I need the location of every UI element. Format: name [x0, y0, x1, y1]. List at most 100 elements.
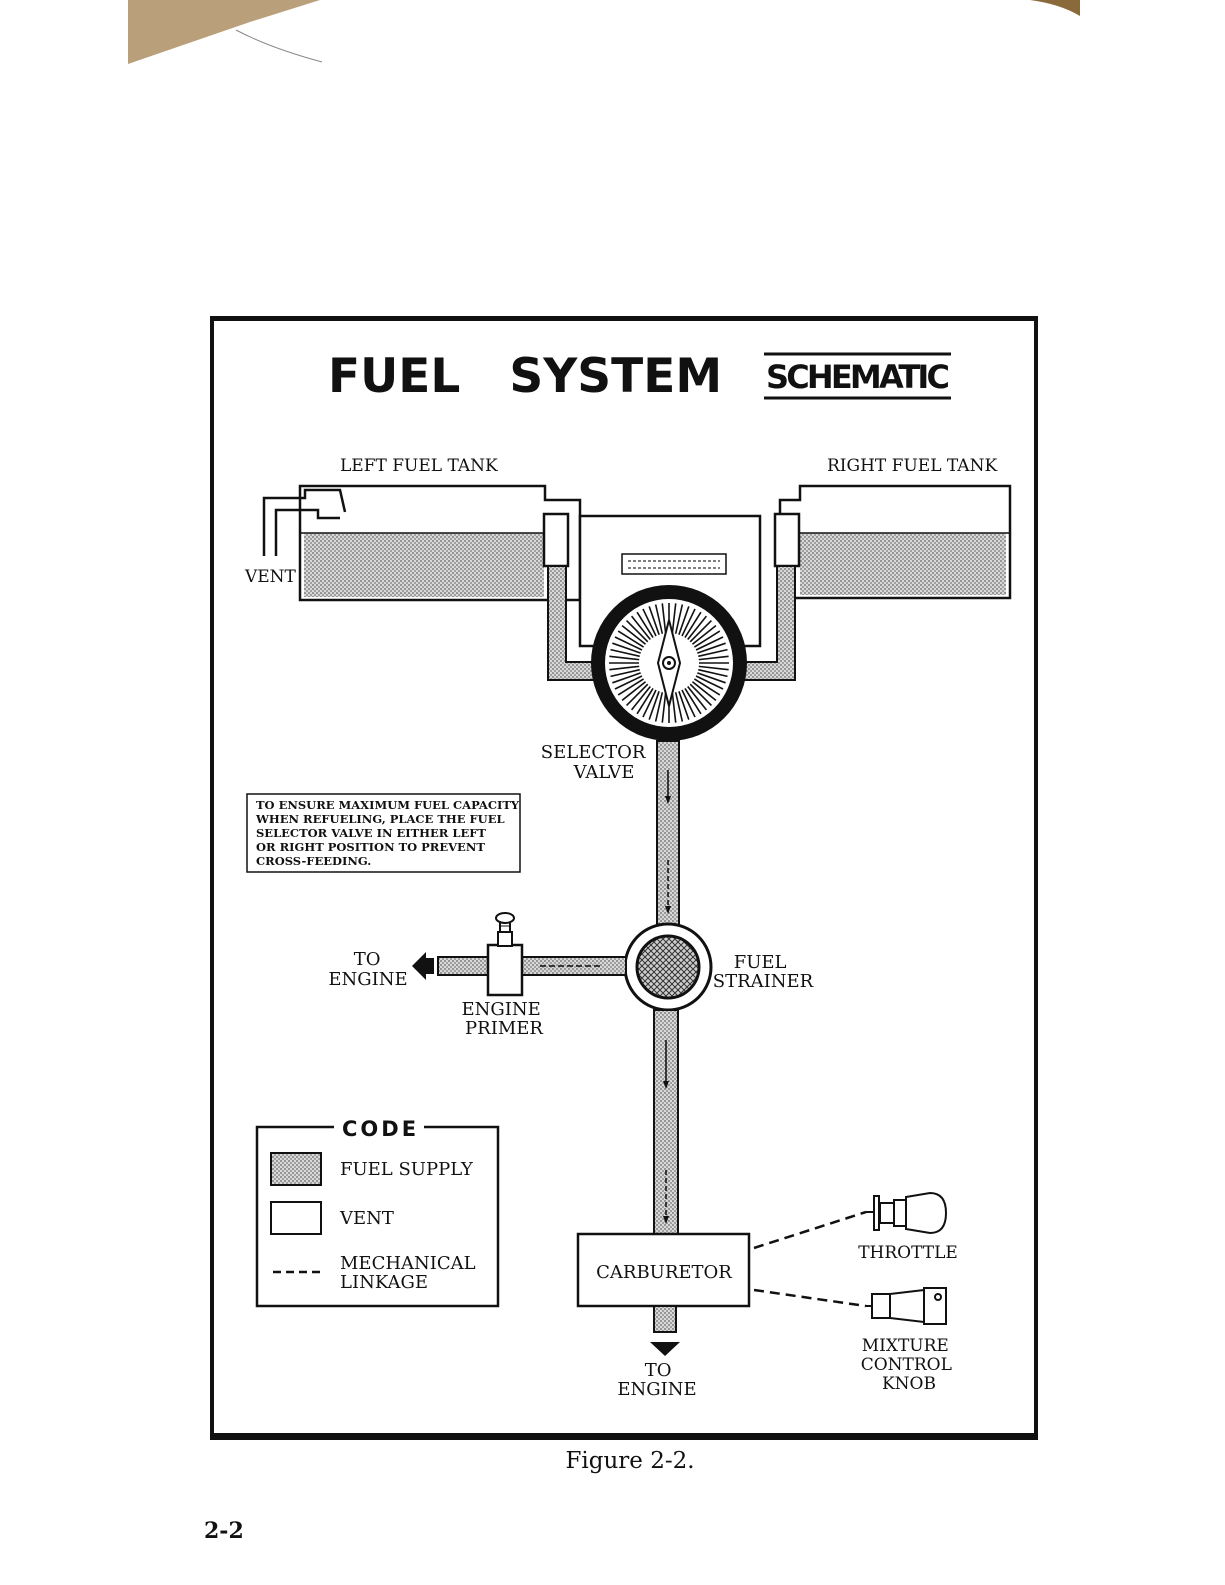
dial-tick: [617, 678, 645, 696]
dial-tick: [648, 691, 660, 720]
primer-to-engine-label: TO ENGINE: [328, 949, 407, 990]
dial-tick: [636, 611, 654, 639]
page-subtitle: SCHEMATIC: [766, 358, 950, 396]
figure-caption: Figure 2-2.: [565, 1448, 695, 1474]
engine-primer-label-line1: ENGINE: [461, 999, 540, 1020]
legend-mechanical-linkage-line1: MECHANICAL: [340, 1253, 476, 1274]
dial-tick: [681, 608, 696, 637]
dial-tick: [661, 692, 667, 723]
carburetor-to-engine-label: TO ENGINE: [617, 1360, 696, 1400]
dial-tick: [697, 642, 726, 654]
dial-tick: [610, 668, 640, 678]
dial-tick: [684, 611, 702, 639]
dial-tick: [671, 692, 677, 723]
right-fuel-tank-label: RIGHT FUEL TANK: [827, 456, 997, 476]
dial-tick: [612, 672, 641, 684]
legend-mechanical-linkage-label: MECHANICAL LINKAGE: [340, 1253, 481, 1293]
selector-valve-label-line2: VALVE: [573, 762, 635, 783]
refueling-note-line4: OR RIGHT POSITION TO PREVENT: [256, 840, 485, 854]
refueling-note-line1: TO ENSURE MAXIMUM FUEL CAPACITY: [256, 798, 520, 812]
primer-arrow-tail: [424, 958, 434, 974]
dial-tick: [630, 685, 651, 711]
vent-line: [262, 488, 347, 556]
dial-tick: [698, 655, 729, 661]
page-number: 2-2: [204, 1518, 244, 1544]
dial-tick: [693, 630, 721, 648]
throttle-knob-icon: [866, 1191, 948, 1235]
dial-tick: [674, 692, 684, 722]
legend-vent-label: VENT: [339, 1208, 394, 1229]
dial-tick: [678, 606, 690, 635]
dial-tick: [698, 648, 728, 658]
dial-tick: [609, 655, 640, 661]
dial-tick: [674, 604, 684, 634]
mixture-control-label-line3: KNOB: [882, 1374, 936, 1394]
left-fuel-tank: [298, 484, 582, 602]
refueling-note: TO ENSURE MAXIMUM FUEL CAPACITY WHEN REF…: [255, 798, 523, 868]
selector-valve-label: SELECTOR VALVE: [541, 742, 651, 783]
dial-tick: [642, 608, 657, 637]
carburetor-outlet-line: [653, 1305, 677, 1333]
carburetor-box: [576, 1232, 751, 1308]
fuel-strainer: [623, 922, 713, 1012]
code-legend-heading: CODE: [342, 1117, 419, 1141]
dial-tick: [691, 681, 717, 702]
dial-tick: [698, 668, 728, 678]
dial-tick: [614, 675, 643, 690]
dial-tick: [621, 624, 647, 645]
dial-tick: [681, 689, 696, 718]
engine-primer: [486, 912, 524, 997]
code-legend: CODE FUEL SUPPLY VENT MECHANICAL LINKAGE: [255, 1117, 500, 1308]
mixture-control-label-line2: CONTROL: [861, 1355, 952, 1375]
dial-tick: [610, 648, 640, 658]
dial-tick: [621, 681, 647, 702]
fuel-line-to-primer: [437, 956, 627, 976]
fuel-strainer-label-line1: FUEL: [734, 952, 787, 973]
dial-tick: [648, 606, 660, 635]
dial-tick: [654, 604, 664, 634]
legend-mechanical-linkage-line2: LINKAGE: [340, 1272, 428, 1293]
carburetor-to-engine-label-line2: ENGINE: [617, 1379, 696, 1400]
dial-tick: [636, 687, 654, 715]
dial-tick: [689, 620, 712, 643]
carburetor-label: CARBURETOR: [596, 1262, 732, 1283]
torn-paper-corner: [128, 0, 323, 64]
fuel-line-strainer-to-carburetor: [653, 1009, 679, 1236]
selector-valve-label-line1: SELECTOR: [541, 742, 646, 763]
legend-fuel-supply-label: FUEL SUPPLY: [340, 1159, 474, 1180]
dial-ticks: [609, 603, 729, 723]
mixture-control-label: MIXTURE CONTROL KNOB: [861, 1336, 958, 1394]
legend-vent-swatch: [270, 1201, 322, 1235]
engine-primer-label: ENGINE PRIMER: [461, 999, 546, 1039]
dial-tick: [689, 683, 712, 706]
dial-tick: [642, 689, 657, 718]
fuel-line-valve-to-strainer: [656, 740, 680, 928]
throttle-linkage: [753, 1210, 867, 1250]
fuel-system-diagram: FUEL SYSTEM SCHEMATIC LEFT FUEL TANK RIG…: [244, 349, 1012, 1400]
legend-fuel-supply-swatch: [270, 1152, 322, 1186]
primer-to-engine-label-line2: ENGINE: [328, 969, 407, 990]
dial-tick: [654, 692, 664, 722]
mixture-control-label-line1: MIXTURE: [862, 1336, 949, 1356]
refueling-note-line3: SELECTOR VALVE IN EITHER LEFT: [256, 826, 486, 840]
torn-paper-right: [1030, 0, 1080, 16]
dial-tick: [626, 683, 649, 706]
dial-tick: [687, 685, 708, 711]
throttle-label: THROTTLE: [858, 1243, 958, 1263]
mixture-linkage: [753, 1288, 867, 1308]
dial-tick: [671, 603, 677, 634]
selector-valve-dial: [591, 585, 747, 741]
dial-tick: [617, 630, 645, 648]
primer-to-engine-label-line1: TO: [354, 949, 381, 970]
dial-tick: [695, 675, 724, 690]
mixture-control-knob-icon: [866, 1287, 947, 1325]
vent-label: VENT: [244, 567, 297, 587]
dial-tick: [697, 672, 726, 684]
dial-tick: [698, 665, 729, 671]
dial-tick: [609, 665, 640, 671]
dial-tick: [695, 636, 724, 651]
dial-tick: [684, 687, 702, 715]
dial-tick: [614, 636, 643, 651]
fuel-strainer-label-line2: STRAINER: [713, 971, 814, 992]
dial-tick: [691, 624, 717, 645]
